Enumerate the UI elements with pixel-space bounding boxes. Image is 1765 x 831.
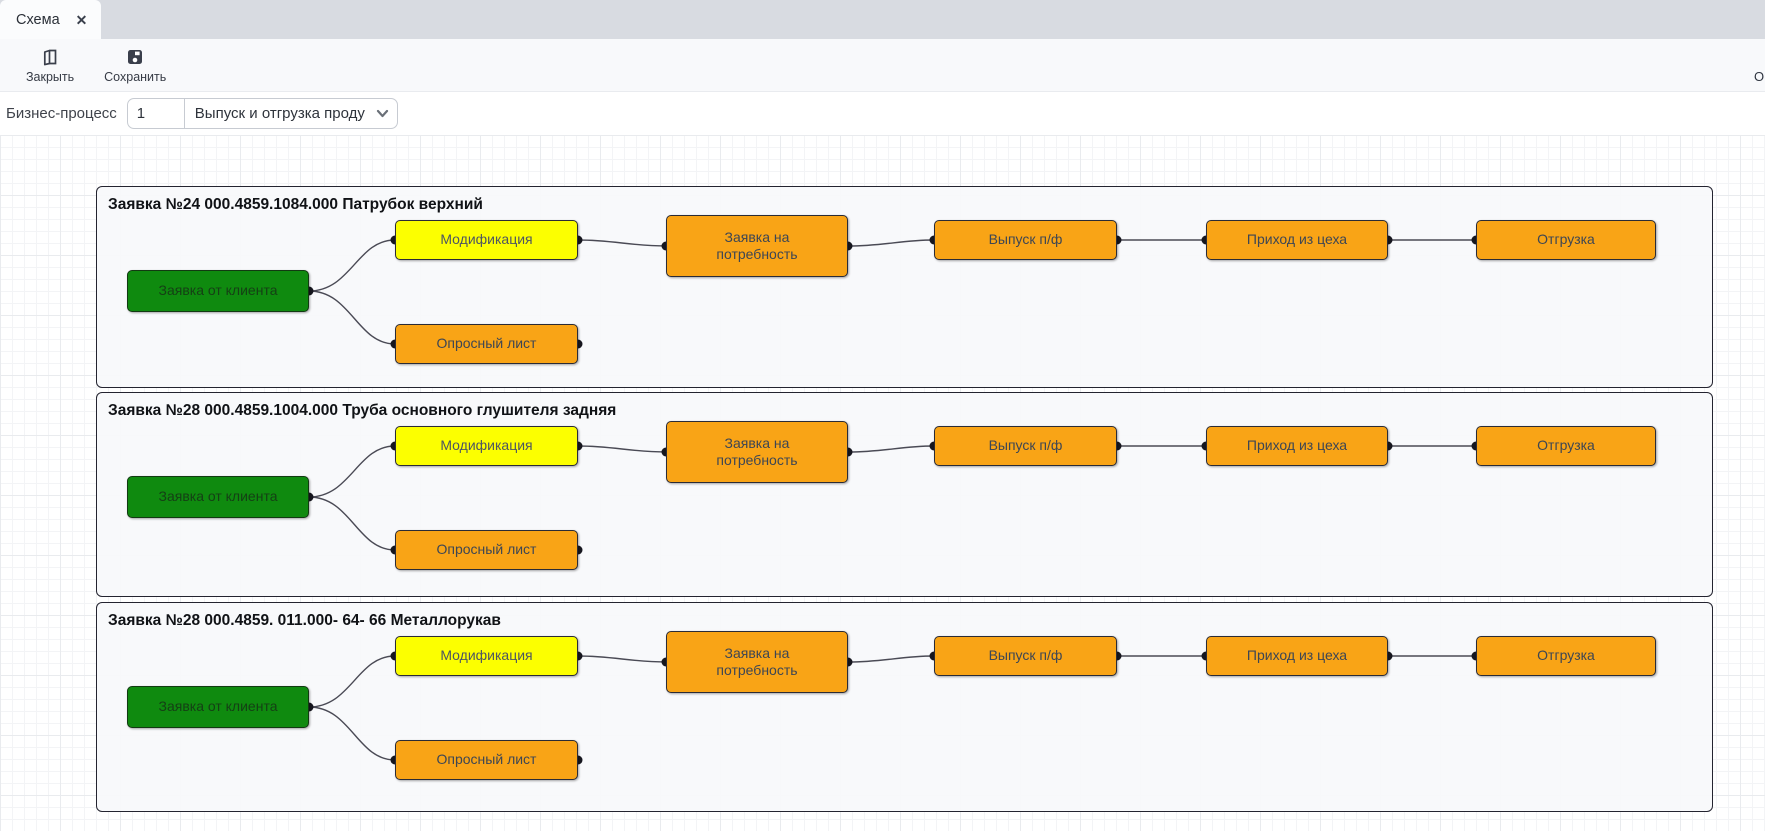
node-semi-finished-output[interactable]: Выпуск п/ф [934,426,1117,466]
toolbar-clipped-text: О [1754,69,1764,84]
close-button[interactable]: Закрыть [16,43,84,88]
tab-schema-label: Схема [16,11,60,28]
order-lane-3: Заявка №28 000.4859. 011.000- 64- 66 Мет… [96,602,1713,812]
node-demand-request[interactable]: Заявка на потребность [666,421,848,483]
node-modification[interactable]: Модификация [395,636,578,676]
close-button-label: Закрыть [26,69,75,84]
node-survey-sheet[interactable]: Опросный лист [395,324,578,364]
node-client-request[interactable]: Заявка от клиента [127,476,309,518]
node-shipment[interactable]: Отгрузка [1476,636,1656,676]
node-semi-finished-output[interactable]: Выпуск п/ф [934,636,1117,676]
process-label: Бизнес-процесс [6,105,117,122]
flow-edges [304,651,1481,765]
node-semi-finished-output[interactable]: Выпуск п/ф [934,220,1117,260]
open-door-icon [40,47,60,67]
node-demand-request[interactable]: Заявка на потребность [666,631,848,693]
control-divider [183,99,185,128]
tab-bar: Схема ✕ [0,0,1765,39]
floppy-disk-icon [125,47,145,67]
node-modification[interactable]: Модификация [395,426,578,466]
node-shop-arrival[interactable]: Приход из цеха [1206,636,1388,676]
node-survey-sheet[interactable]: Опросный лист [395,530,578,570]
lane-title: Заявка №28 000.4859.1004.000 Труба основ… [108,402,617,419]
node-shipment[interactable]: Отгрузка [1476,426,1656,466]
order-lane-2: Заявка №28 000.4859.1004.000 Труба основ… [96,392,1713,597]
node-demand-request[interactable]: Заявка на потребность [666,215,848,277]
lane-title: Заявка №24 000.4859.1084.000 Патрубок ве… [108,196,483,213]
flow-edges [304,441,1481,555]
node-shipment[interactable]: Отгрузка [1476,220,1656,260]
process-select-value: Выпуск и отгрузка проду [194,105,365,122]
process-control: Выпуск и отгрузка проду [126,98,398,129]
chevron-down-icon [376,109,388,118]
save-button[interactable]: Сохранить [94,43,176,88]
node-modification[interactable]: Модификация [395,220,578,260]
node-survey-sheet[interactable]: Опросный лист [395,740,578,780]
diagram-canvas[interactable]: Заявка №24 000.4859.1084.000 Патрубок ве… [0,135,1765,831]
tab-close-icon[interactable]: ✕ [75,11,88,28]
node-shop-arrival[interactable]: Приход из цеха [1206,220,1388,260]
order-lane-1: Заявка №24 000.4859.1084.000 Патрубок ве… [96,186,1713,388]
save-button-label: Сохранить [104,69,167,84]
process-row: Бизнес-процесс Выпуск и отгрузка проду [0,92,1765,135]
process-select[interactable]: Выпуск и отгрузка проду [185,99,397,128]
process-number-input[interactable] [127,99,184,128]
toolbar: Закрыть Сохранить О [0,39,1765,92]
flow-edges [304,235,1481,349]
lane-title: Заявка №28 000.4859. 011.000- 64- 66 Мет… [108,612,501,629]
tab-schema[interactable]: Схема ✕ [0,0,102,39]
node-client-request[interactable]: Заявка от клиента [127,686,309,728]
node-shop-arrival[interactable]: Приход из цеха [1206,426,1388,466]
node-client-request[interactable]: Заявка от клиента [127,270,309,312]
